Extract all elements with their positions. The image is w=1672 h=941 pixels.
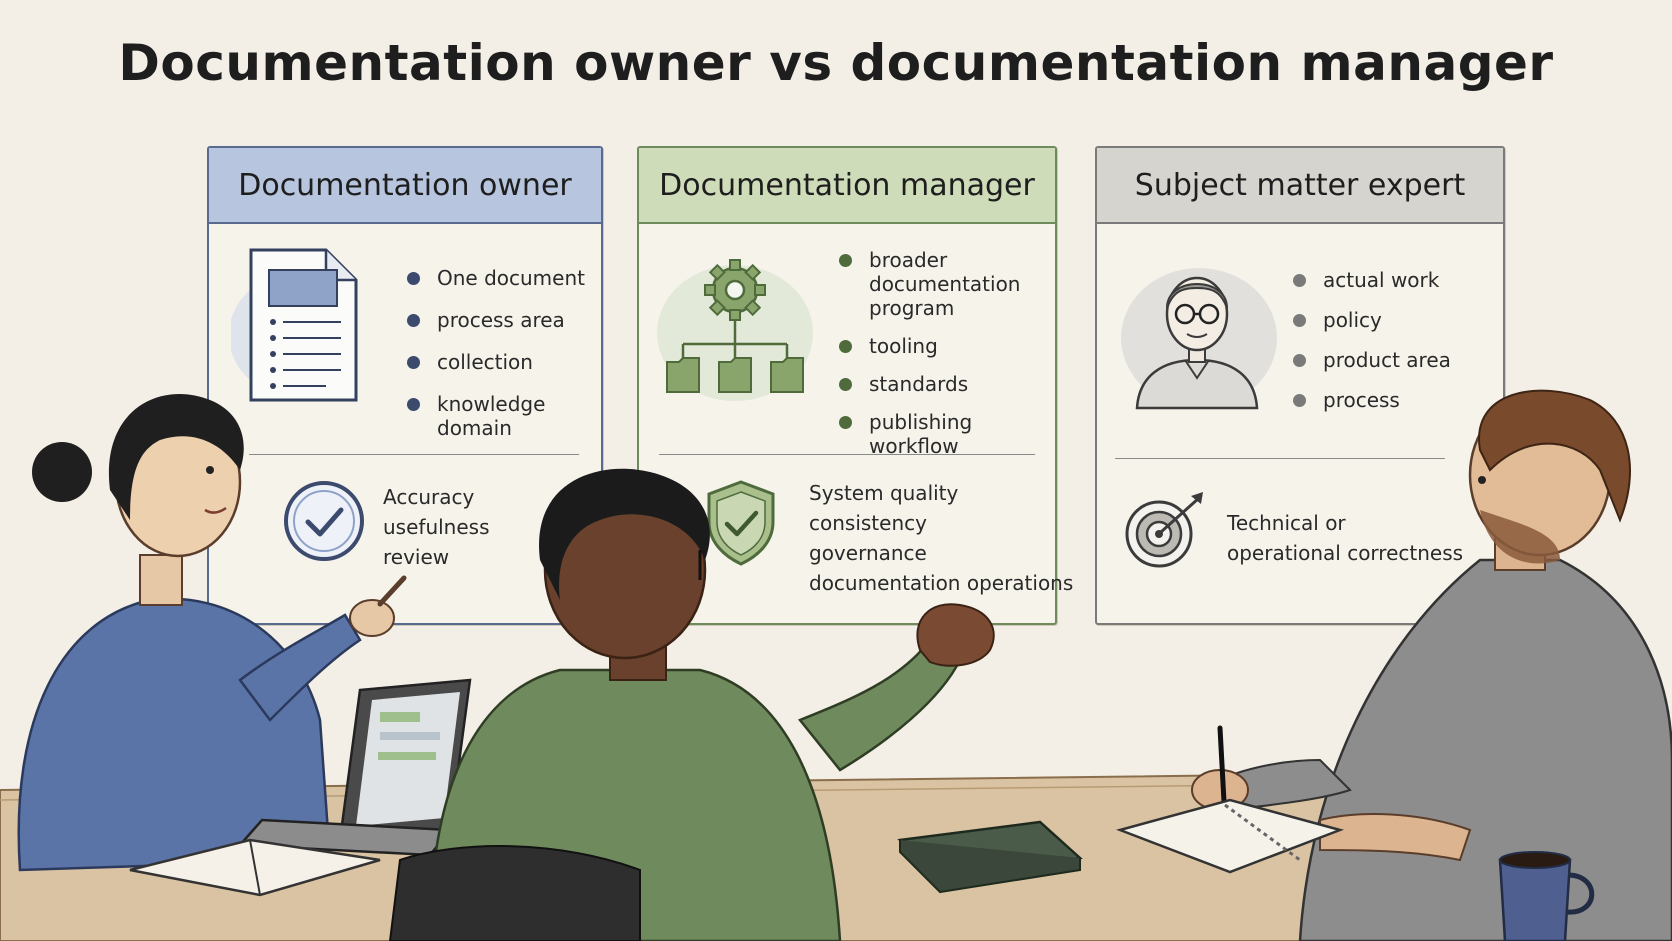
bullet-dot (839, 340, 852, 353)
panel-heading: Documentation manager (639, 148, 1055, 224)
list-item: broader documentation program (839, 248, 1049, 320)
manager-summary: System quality consistency governance do… (809, 481, 1074, 595)
sme-bullet-list: actual work policy product area process (1293, 268, 1451, 412)
laptop (237, 678, 472, 857)
panel-heading: Subject matter expert (1097, 148, 1503, 224)
spiral-notebook (1115, 798, 1345, 874)
closed-notebook (897, 820, 1083, 894)
bullet-dot (407, 272, 420, 285)
gear-hierarchy-icon (655, 248, 815, 412)
open-notebook (129, 838, 381, 897)
panel-divider (249, 454, 579, 455)
list-item: knowledge domain (407, 392, 601, 440)
list-item: standards (839, 372, 1049, 396)
woman-figure (17, 394, 407, 872)
bullet-dot (1293, 354, 1306, 367)
panel-divider (1115, 458, 1445, 459)
list-item: process (1293, 388, 1451, 412)
list-item: collection (407, 350, 601, 374)
document-icon (229, 240, 371, 414)
bullet-dot (1293, 314, 1306, 327)
list-item: process area (407, 308, 601, 332)
bullet-dot (407, 356, 420, 369)
list-item: One document (407, 266, 601, 290)
shield-check-icon (703, 478, 779, 572)
chair (388, 845, 641, 941)
list-item: tooling (839, 334, 1049, 358)
panel-documentation-manager: Documentation manager (637, 146, 1073, 625)
bullet-dot (839, 416, 852, 429)
owner-bullet-list: One document process area collection kno… (407, 266, 601, 440)
list-item: product area (1293, 348, 1451, 372)
panel-heading: Documentation owner (209, 148, 601, 224)
target-icon (1121, 490, 1211, 574)
bullet-dot (407, 398, 420, 411)
manager-bullet-list: broader documentation program tooling st… (839, 248, 1049, 458)
man-right-figure (1191, 389, 1672, 941)
page-title: Documentation owner vs documentation man… (118, 34, 1554, 92)
coffee-mug (1498, 851, 1595, 941)
checkmark-circle-icon (281, 478, 367, 568)
owner-summary: Accuracy usefulness review (383, 485, 490, 569)
bullet-dot (1293, 394, 1306, 407)
sme-summary: Technical or operational correctness (1227, 511, 1464, 565)
bullet-dot (839, 254, 852, 267)
list-item: actual work (1293, 268, 1451, 292)
bullet-dot (839, 378, 852, 391)
panel-subject-matter-expert: Subject matter expert actual work policy… (1095, 146, 1505, 625)
bullet-dot (1293, 274, 1306, 287)
bullet-dot (407, 314, 420, 327)
person-glasses-icon (1117, 248, 1277, 422)
list-item: policy (1293, 308, 1451, 332)
panel-divider (659, 454, 1035, 455)
panel-documentation-owner: Documentation owner One document process… (207, 146, 603, 625)
